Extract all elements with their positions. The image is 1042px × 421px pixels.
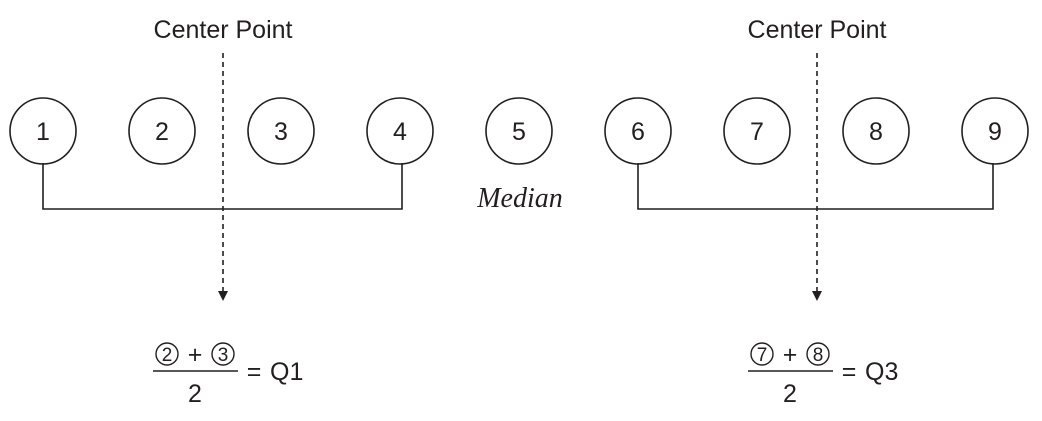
formula-q1-equals: = (247, 358, 262, 386)
number-circle-9 (961, 97, 1029, 165)
bracket-lower-half (42, 163, 403, 210)
formula-q3-operand-b: 8 (813, 345, 824, 366)
number-circle-label-5: 5 (512, 118, 526, 146)
number-circle-2 (128, 97, 196, 165)
number-circle-label-7: 7 (750, 118, 764, 146)
center-point-label-left: Center Point (154, 16, 293, 44)
arrowhead-right (812, 291, 822, 301)
number-circle-label-6: 6 (631, 118, 645, 146)
formula-q1: 2 + 3 2 = Q1 (153, 341, 303, 408)
formula-q1-operand-a: 2 (162, 345, 173, 366)
formula-q1-operator: + (188, 341, 203, 369)
formula-q1-circle-b (211, 342, 235, 366)
formula-q3-result: Q3 (865, 358, 898, 386)
number-circles: 1 2 3 4 5 6 7 8 9 (9, 97, 1029, 165)
number-circle-8 (842, 97, 910, 165)
formula-q1-operand-b: 3 (218, 345, 229, 366)
number-circle-5 (485, 97, 553, 165)
arrowhead-left (218, 291, 228, 301)
formula-q3-denominator: 2 (783, 380, 797, 408)
formula-q1-result: Q1 (270, 358, 303, 386)
number-circle-label-8: 8 (869, 118, 883, 146)
number-circle-label-1: 1 (36, 118, 50, 146)
number-circle-3 (247, 97, 315, 165)
formula-q1-circle-a (155, 342, 179, 366)
center-point-label-right: Center Point (748, 16, 887, 44)
number-circle-label-3: 3 (274, 118, 288, 146)
formula-q3-equals: = (842, 358, 857, 386)
formula-q3-operand-a: 7 (757, 345, 768, 366)
formula-q1-denominator: 2 (188, 380, 202, 408)
number-circle-7 (723, 97, 791, 165)
formula-q3-operator: + (783, 341, 798, 369)
median-label: Median (476, 183, 563, 214)
formula-q3-circle-a (750, 342, 774, 366)
formula-q3: 7 + 8 2 = Q3 (748, 341, 898, 408)
formula-q3-circle-b (806, 342, 830, 366)
number-circle-label-2: 2 (155, 118, 169, 146)
number-circle-4 (366, 97, 434, 165)
bracket-upper-half (637, 163, 994, 210)
number-circle-label-4: 4 (393, 118, 407, 146)
number-circle-label-9: 9 (988, 118, 1002, 146)
